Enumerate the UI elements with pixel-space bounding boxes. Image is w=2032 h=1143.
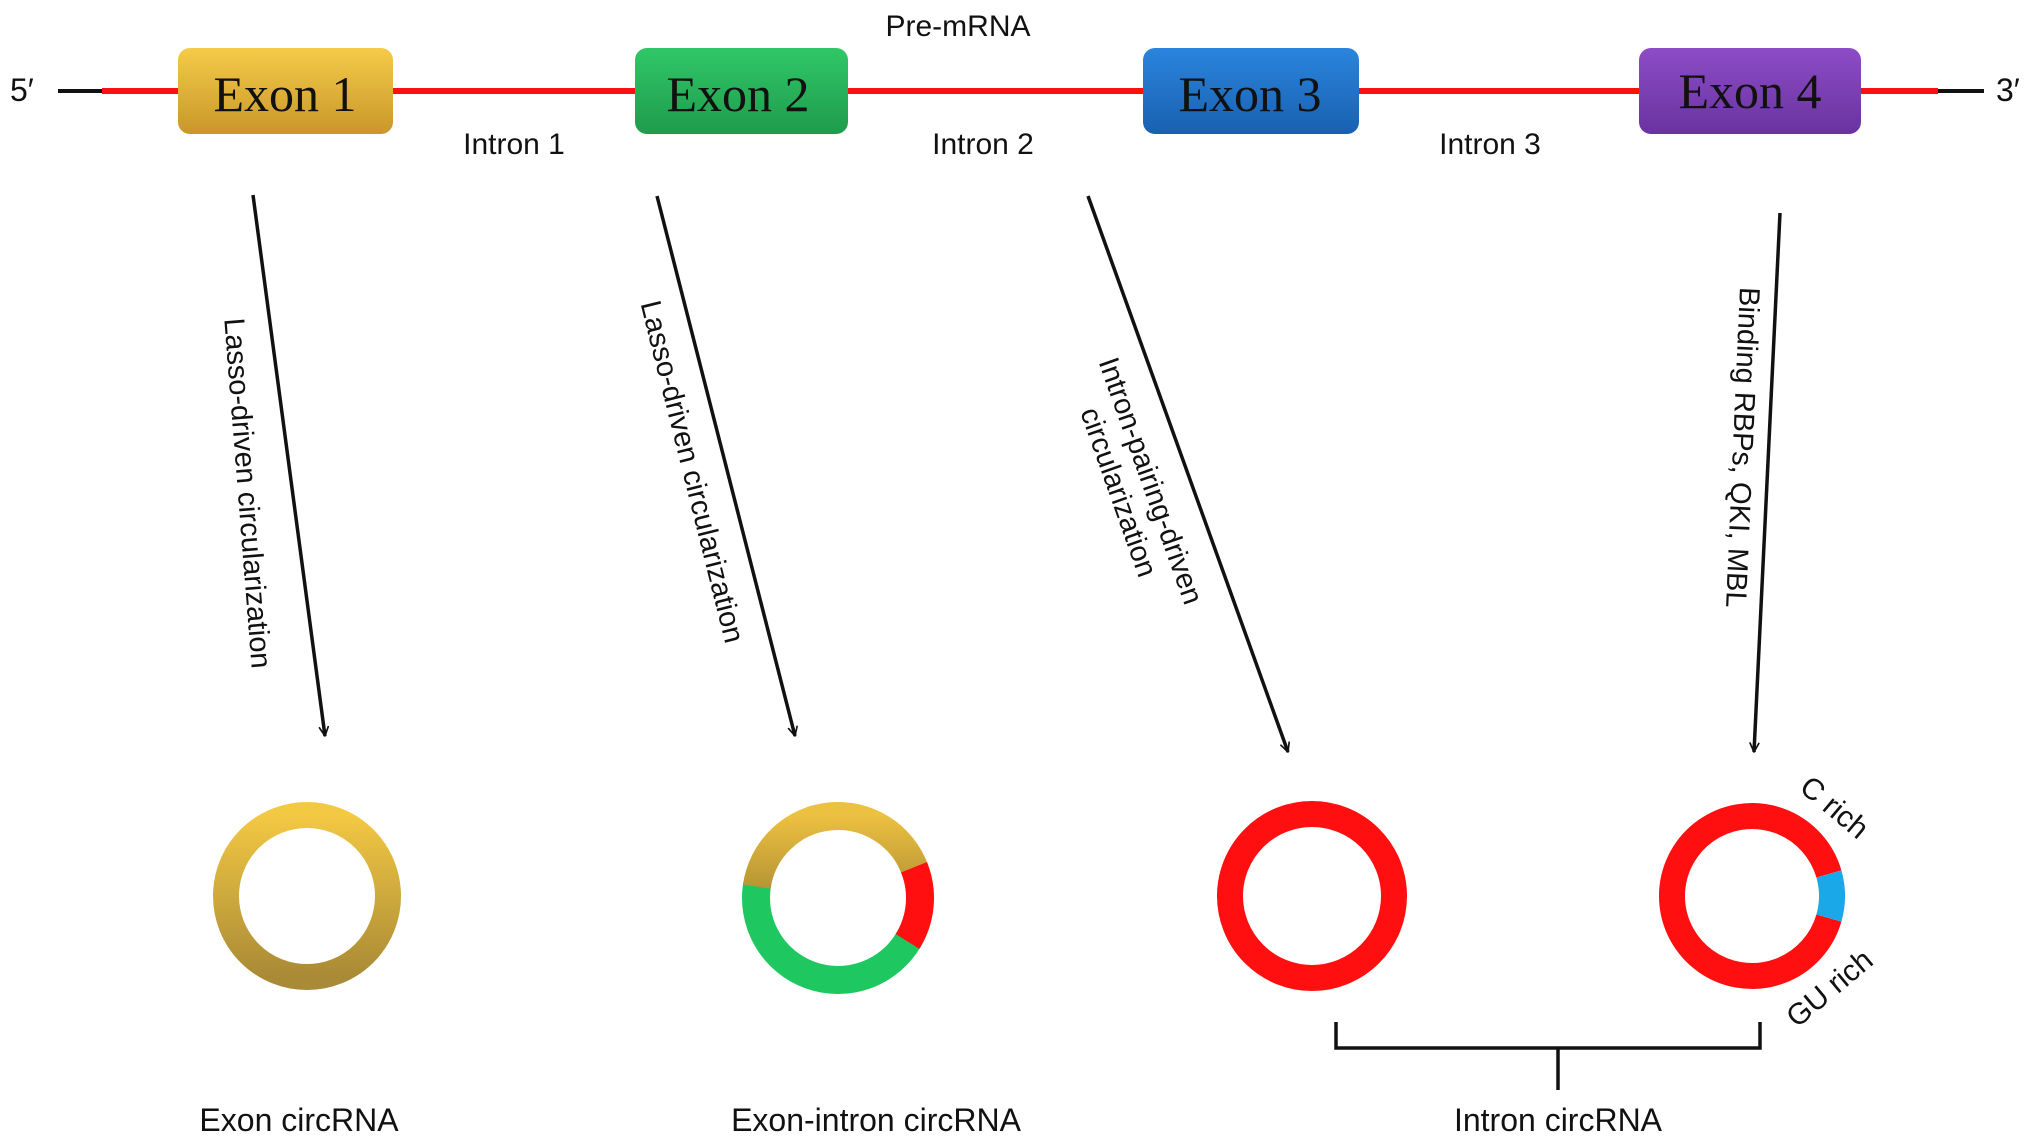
rbp-bound-intron-circrna-ring: [1659, 803, 1845, 989]
exon-2-label: Exon 2: [666, 66, 809, 122]
ring-2-gold-segment: [742, 802, 929, 889]
pathway-3-label: Intron-pairing-driven circularization: [1073, 353, 1208, 608]
intron-2-label: Intron 2: [932, 128, 1034, 161]
intron-circrna-ring: [1217, 801, 1407, 991]
intron-3-label: Intron 3: [1439, 128, 1541, 161]
exon-1-box: [178, 48, 393, 134]
exon-3: Exon 3: [1143, 48, 1359, 134]
exon-3-label: Exon 3: [1178, 66, 1321, 122]
exon-1: Exon 1: [178, 48, 393, 134]
exon-2: Exon 2: [635, 48, 848, 134]
intron-1-label: Intron 1: [463, 128, 565, 161]
pre-mrna-title: Pre-mRNA: [885, 10, 1030, 43]
exon-circrna-label: Exon circRNA: [199, 1102, 399, 1138]
pathway-2-label: Lasso-driven circularization: [634, 297, 750, 646]
ring-2-red-segment: [895, 862, 934, 949]
five-prime-label: 5′: [10, 72, 34, 108]
exon-intron-circrna-label: Exon-intron circRNA: [731, 1102, 1022, 1138]
exon-4: Exon 4: [1639, 48, 1861, 134]
intron-circrna-bracket: [1334, 1022, 1762, 1090]
exon-2-box: [635, 48, 848, 134]
ring-4-blue-segment: [1816, 870, 1845, 922]
ring-2-green-segment: [742, 881, 922, 994]
three-prime-label: 3′: [1996, 72, 2020, 108]
ring-4-red-segment: [1659, 803, 1842, 989]
exon-intron-circrna-ring: [742, 802, 934, 994]
exon-4-box: [1639, 48, 1861, 134]
pathway-4-label: Binding RBPs, QKI, MBL: [1719, 286, 1765, 608]
exon-3-box: [1143, 48, 1359, 134]
exon-1-label: Exon 1: [213, 66, 356, 122]
exon-4-label: Exon 4: [1678, 63, 1821, 119]
pathway-1-label: Lasso-driven circularization: [217, 317, 276, 670]
arrow-exon-intron-circularization: [655, 195, 798, 737]
exon-circrna-ring: [213, 802, 401, 990]
arrow-intron-pairing-circularization: [1086, 195, 1290, 753]
arrow-rbp-binding-circularization: [1749, 212, 1782, 753]
intron-circrna-label: Intron circRNA: [1454, 1102, 1663, 1138]
arrow-exon-circularization: [251, 194, 330, 737]
